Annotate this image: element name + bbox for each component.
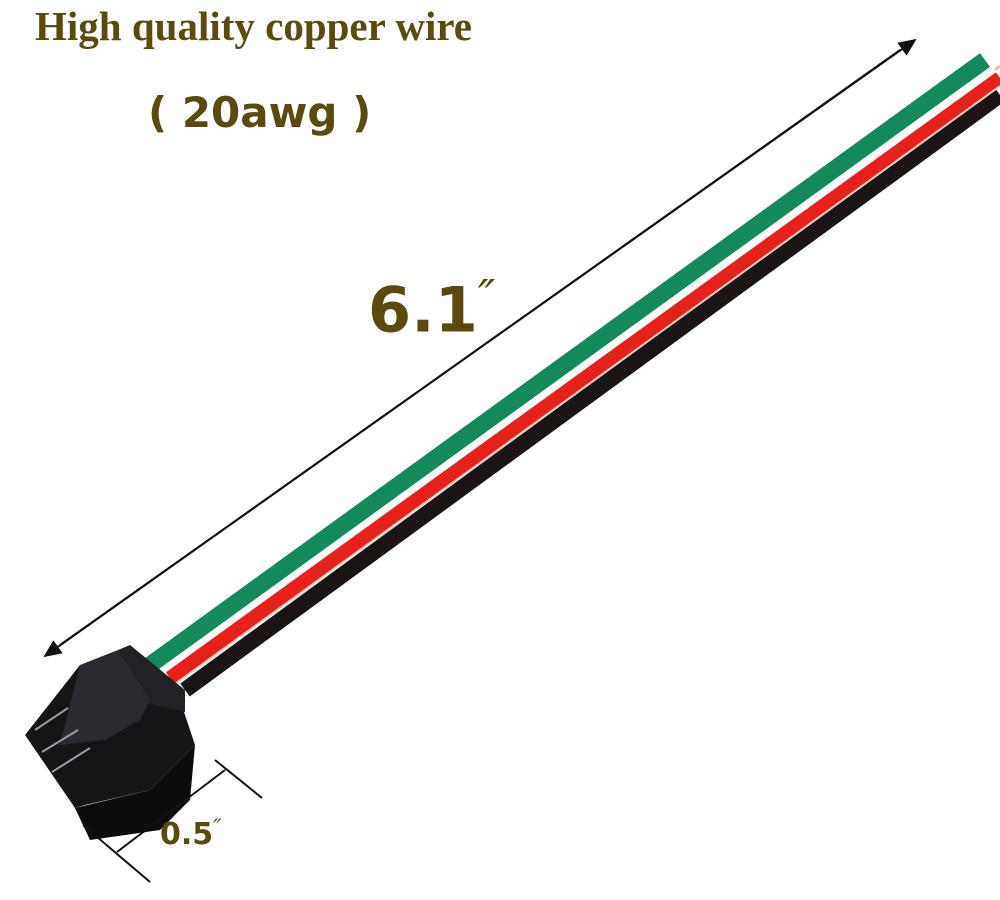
black-wire [180, 88, 1000, 697]
width-unit: ″ [213, 815, 222, 841]
length-value: 6.1 [368, 273, 478, 347]
gauge-caption: ( 20awg ) [148, 88, 372, 137]
title-caption: High quality copper wire [35, 3, 472, 49]
width-label: 0.5″ [160, 815, 222, 852]
width-dimension [82, 759, 263, 883]
length-unit: ″ [477, 270, 496, 324]
red-wire [165, 72, 1000, 684]
green-wire [145, 53, 990, 672]
width-value: 0.5 [160, 817, 214, 852]
length-label: 6.1″ [368, 270, 495, 347]
